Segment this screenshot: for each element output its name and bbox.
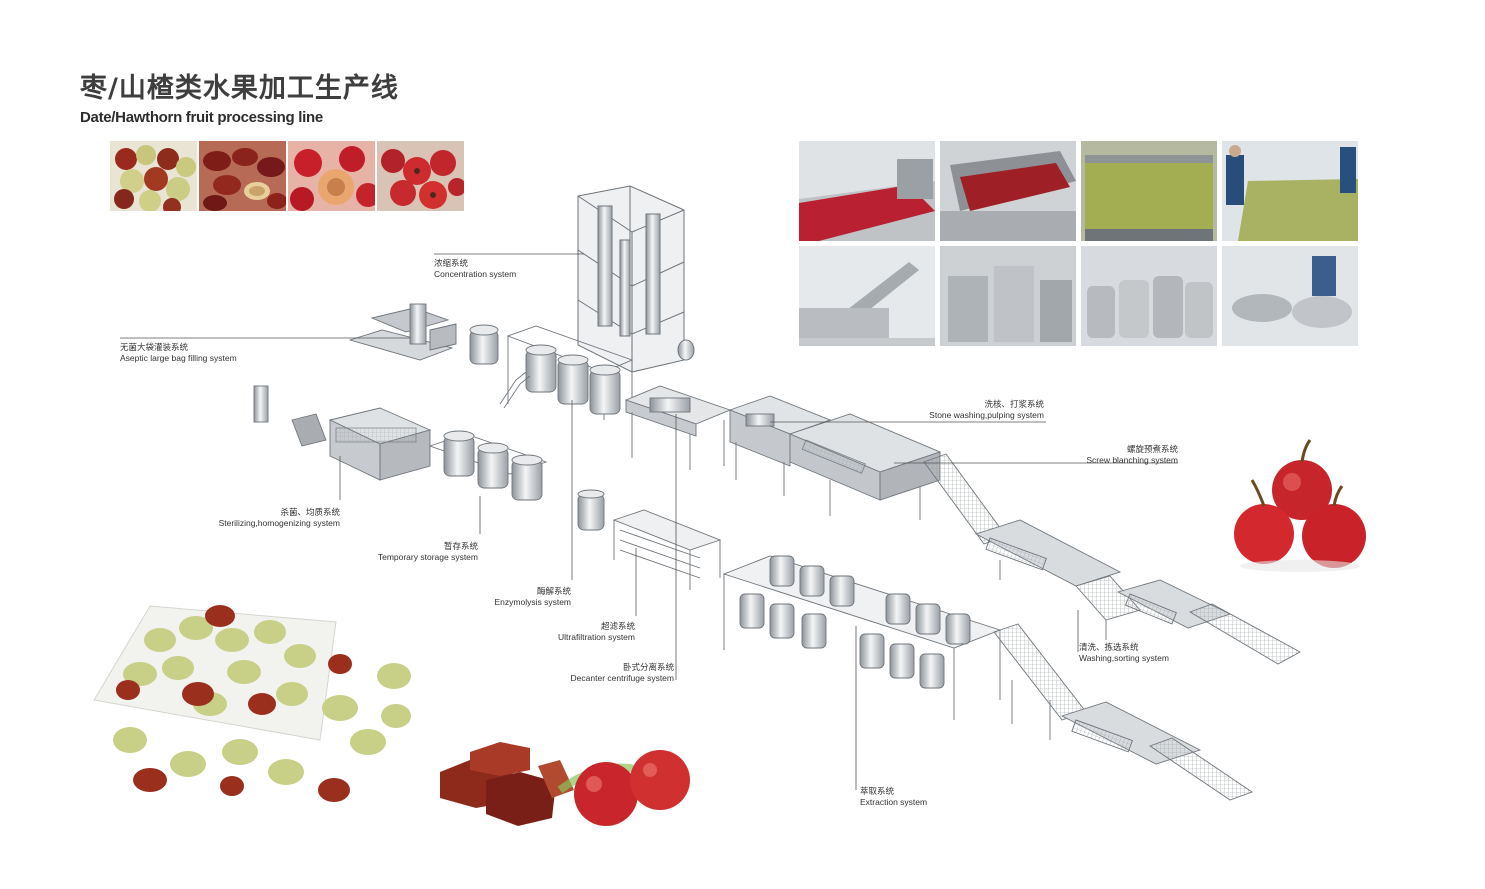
photo-roller-sorter [940, 141, 1076, 241]
leader-lines [120, 253, 1178, 790]
feed-tank [469, 324, 499, 365]
temporary-storage-tanks [428, 430, 605, 531]
page-title-en: Date/Hawthorn fruit processing line [80, 109, 323, 126]
photo-workers-sorting [1222, 141, 1358, 241]
extraction-system [722, 555, 1002, 720]
thumb-dried-jujube [199, 141, 286, 211]
jujube-bowl-illustration [93, 605, 411, 802]
decanter-platform [624, 385, 732, 470]
thumb-jujube-fresh [110, 141, 197, 211]
thumb-hawthorn-fresh [377, 141, 464, 211]
concentration-tower [577, 185, 695, 373]
enzymolysis-tanks [499, 325, 634, 420]
photo-washing-conveyor [799, 141, 935, 241]
sterilizer [253, 385, 432, 481]
photo-storage-tanks [1081, 246, 1217, 346]
screw-blancher [788, 413, 942, 520]
upper-washing-line [923, 453, 1301, 665]
hawthorn-cake-illustration [440, 742, 690, 826]
photo-sorting-belt-green [1081, 141, 1217, 241]
thumb-hawthorn-halves [288, 141, 375, 211]
stone-washing-pulper [728, 395, 832, 496]
page-title-cn: 枣/山楂类水果加工生产线 [80, 73, 399, 104]
photo-elevator-tank [799, 246, 935, 346]
photo-silo-tanks [940, 246, 1076, 346]
lower-washing-line [993, 623, 1253, 801]
aseptic-filler [348, 303, 457, 361]
hawthorn-cluster-illustration [1234, 439, 1366, 572]
ultrafiltration-unit [612, 509, 722, 590]
photo-mixing-vessels [1222, 246, 1358, 346]
